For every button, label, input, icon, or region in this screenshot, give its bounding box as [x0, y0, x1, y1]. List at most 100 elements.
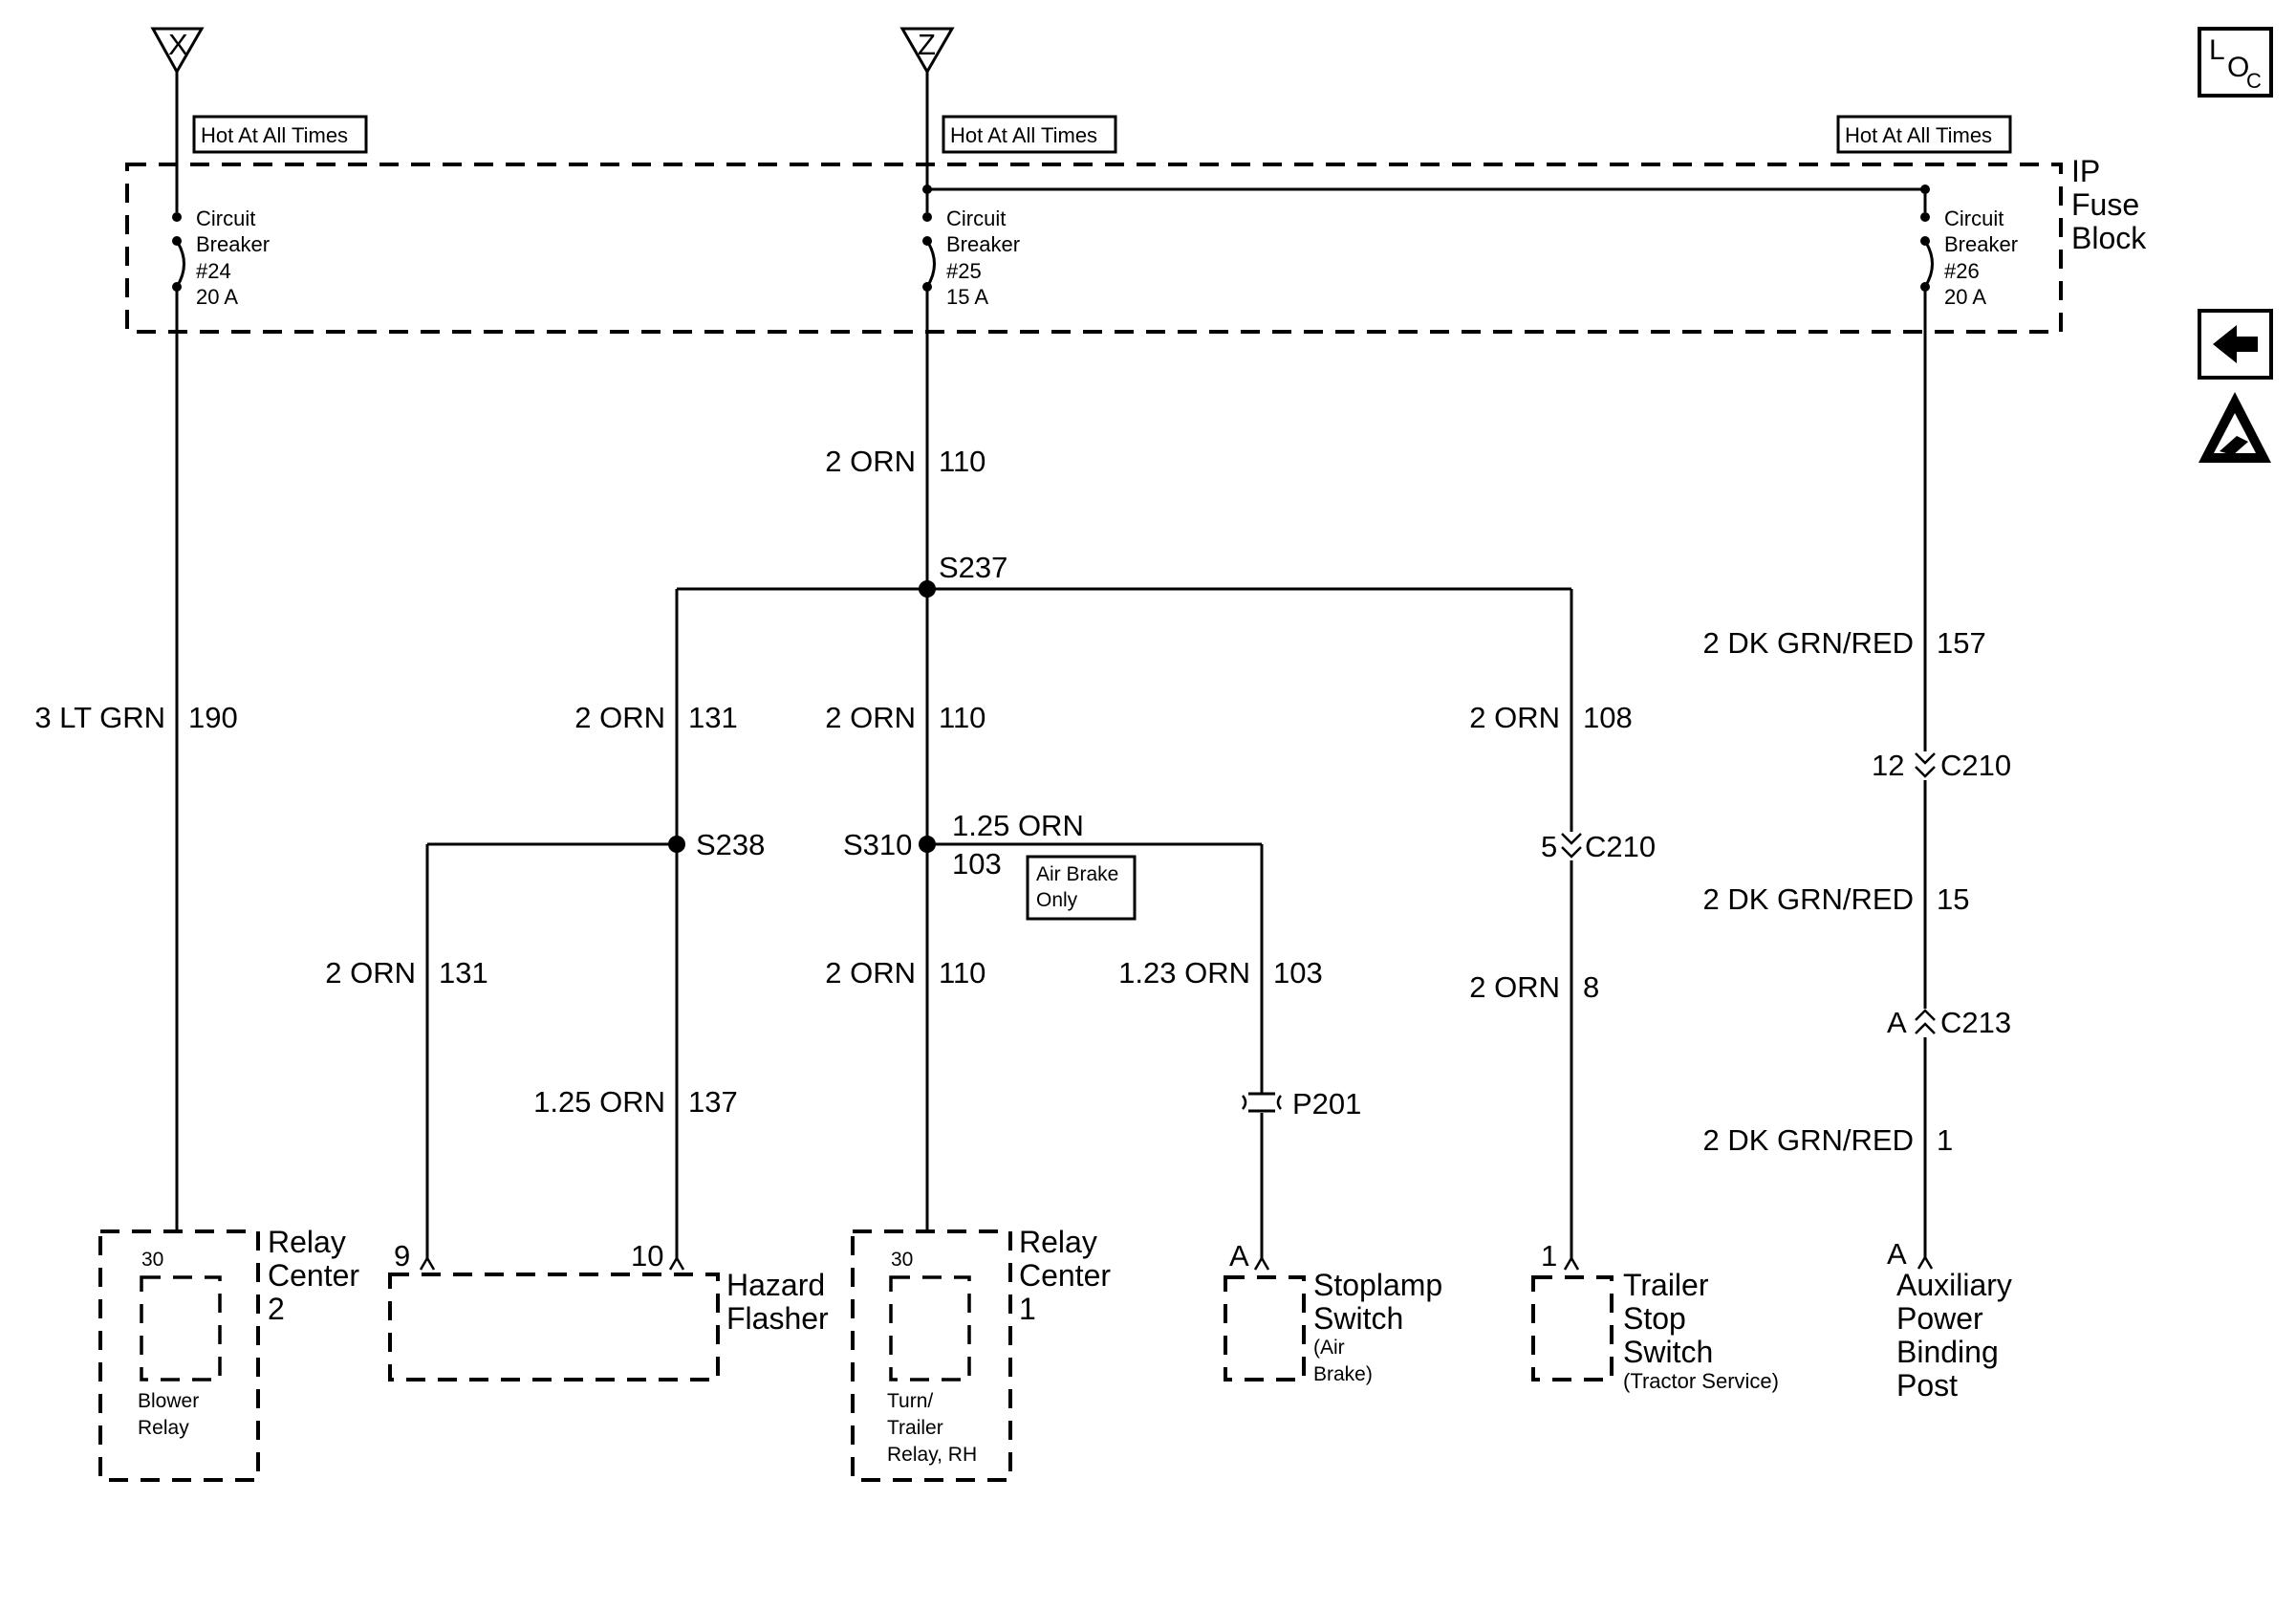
svg-text:Center: Center: [1019, 1258, 1111, 1293]
svg-text:A: A: [1229, 1239, 1249, 1273]
splice-s238-label: S238: [696, 828, 765, 861]
splice-s310-dot: [919, 836, 936, 853]
svg-text:Hot At All Times: Hot At All Times: [1845, 123, 1992, 147]
svg-text:110: 110: [939, 956, 986, 990]
svg-text:Brake): Brake): [1313, 1363, 1373, 1385]
svg-text:2 ORN: 2 ORN: [825, 701, 916, 734]
wire-label-137: 1.25 ORN 137: [533, 1085, 738, 1119]
connector-c210-a: 12 C210: [1872, 749, 2011, 782]
wire-label-103-lower: 1.23 ORN 103: [1118, 956, 1323, 990]
back-arrow-icon[interactable]: [2198, 309, 2273, 380]
circuit-breaker-26: Circuit Breaker #26 20 A: [1916, 207, 2018, 309]
svg-text:Center: Center: [268, 1258, 359, 1293]
svg-text:(Air: (Air: [1313, 1337, 1345, 1359]
trailer-stop-switch: 1 Trailer Stop Switch (Tractor Service): [1531, 1239, 1779, 1393]
svg-text:Blower: Blower: [138, 1390, 199, 1412]
svg-text:2 ORN: 2 ORN: [825, 956, 916, 990]
svg-text:Fuse: Fuse: [2071, 187, 2139, 222]
svg-text:2 DK GRN/RED: 2 DK GRN/RED: [1703, 882, 1914, 916]
svg-text:Circuit: Circuit: [946, 207, 1006, 230]
wire-label-110-mid: 2 ORN 110: [825, 701, 986, 734]
svg-text:Hazard: Hazard: [726, 1268, 825, 1302]
splice-s237-label: S237: [939, 551, 1007, 584]
auxiliary-power-binding-post: A Auxiliary Power Binding Post: [1887, 1237, 2012, 1403]
svg-text:C210: C210: [1585, 830, 1656, 863]
connector-p201: P201: [1242, 1087, 1361, 1120]
svg-text:Relay: Relay: [138, 1417, 189, 1439]
svg-text:Binding: Binding: [1896, 1335, 1999, 1369]
svg-text:157: 157: [1937, 626, 1986, 660]
loc-icon[interactable]: L O C: [2198, 27, 2273, 98]
svg-text:9: 9: [394, 1239, 410, 1273]
svg-text:Hot At All Times: Hot At All Times: [201, 123, 348, 147]
svg-text:A: A: [1887, 1006, 1907, 1039]
svg-text:A: A: [1887, 1237, 1907, 1271]
ip-fuse-block-label: IP Fuse Block: [2071, 154, 2147, 255]
svg-text:Hot At All Times: Hot At All Times: [950, 123, 1097, 147]
svg-text:Breaker: Breaker: [946, 232, 1020, 256]
svg-text:131: 131: [688, 701, 738, 734]
wire-label-190: 3 LT GRN 190: [34, 701, 237, 734]
svg-text:Post: Post: [1896, 1368, 1958, 1403]
esd-warning-icon: [2199, 392, 2271, 463]
svg-text:C210: C210: [1940, 749, 2011, 782]
svg-text:12: 12: [1872, 749, 1904, 782]
svg-text:103: 103: [1273, 956, 1323, 990]
svg-text:1.25 ORN: 1.25 ORN: [533, 1085, 665, 1119]
svg-text:2 ORN: 2 ORN: [825, 445, 916, 478]
svg-text:8: 8: [1583, 970, 1599, 1004]
svg-text:5: 5: [1541, 830, 1557, 863]
terminal-z: Z: [899, 27, 955, 75]
connector-c210-b: 5 C210: [1541, 830, 1656, 863]
svg-text:Relay: Relay: [268, 1225, 346, 1259]
svg-text:#26: #26: [1944, 259, 1980, 283]
svg-text:Block: Block: [2071, 221, 2147, 255]
svg-text:#24: #24: [196, 259, 231, 283]
wire-label-15: 2 DK GRN/RED 15: [1703, 882, 1970, 916]
svg-text:X: X: [168, 28, 188, 61]
wire-label-157: 2 DK GRN/RED 157: [1703, 626, 1986, 660]
svg-text:20 A: 20 A: [196, 285, 238, 309]
svg-text:110: 110: [939, 701, 986, 734]
svg-text:Trailer: Trailer: [1623, 1268, 1709, 1302]
splice-s237-dot: [919, 580, 936, 598]
svg-text:2 ORN: 2 ORN: [1469, 701, 1560, 734]
hazard-flasher: 9 10 Hazard Flasher: [388, 1239, 829, 1382]
svg-text:Relay: Relay: [1019, 1225, 1097, 1259]
svg-text:1.23 ORN: 1.23 ORN: [1118, 956, 1250, 990]
svg-text:Breaker: Breaker: [196, 232, 270, 256]
svg-text:Flasher: Flasher: [726, 1301, 829, 1336]
stoplamp-switch: A Stoplamp Switch (Air Brake): [1224, 1239, 1442, 1385]
svg-text:Stop: Stop: [1623, 1301, 1686, 1336]
svg-text:15 A: 15 A: [946, 285, 988, 309]
svg-text:20 A: 20 A: [1944, 285, 1986, 309]
circuit-breaker-25: Circuit Breaker #25 15 A: [918, 207, 1020, 309]
svg-text:C213: C213: [1940, 1006, 2011, 1039]
svg-text:1: 1: [1019, 1292, 1036, 1326]
wire-label-110-top: 2 ORN 110: [825, 445, 986, 478]
svg-text:(Tractor Service): (Tractor Service): [1623, 1369, 1779, 1393]
svg-text:30: 30: [891, 1249, 913, 1271]
svg-text:131: 131: [439, 956, 488, 990]
hot-label-3: Hot At All Times: [1836, 115, 2012, 154]
terminal-x: X: [150, 27, 205, 76]
relay-center-2: 30 Blower Relay Relay Center 2: [98, 1225, 359, 1482]
svg-text:1: 1: [1541, 1239, 1557, 1273]
svg-text:1: 1: [1937, 1123, 1953, 1157]
wire-label-110-low: 2 ORN 110: [825, 956, 986, 990]
wire-label-1: 2 DK GRN/RED 1: [1703, 1123, 1954, 1157]
svg-text:P201: P201: [1292, 1087, 1361, 1120]
svg-text:Circuit: Circuit: [196, 207, 255, 230]
svg-text:2: 2: [268, 1292, 285, 1326]
svg-text:137: 137: [688, 1085, 738, 1119]
svg-text:Relay, RH: Relay, RH: [887, 1444, 977, 1466]
svg-text:Breaker: Breaker: [1944, 232, 2018, 256]
ip-fuse-block-outline: [125, 163, 2063, 334]
svg-text:Switch: Switch: [1313, 1301, 1403, 1336]
hot-label-2: Hot At All Times: [942, 115, 1117, 154]
wire-label-103-upper: 1.25 ORN 103: [952, 809, 1084, 881]
relay-center-1: 30 Turn/ Trailer Relay, RH Relay Center …: [851, 1225, 1111, 1482]
svg-text:Auxiliary: Auxiliary: [1896, 1268, 2012, 1302]
svg-text:108: 108: [1583, 701, 1633, 734]
